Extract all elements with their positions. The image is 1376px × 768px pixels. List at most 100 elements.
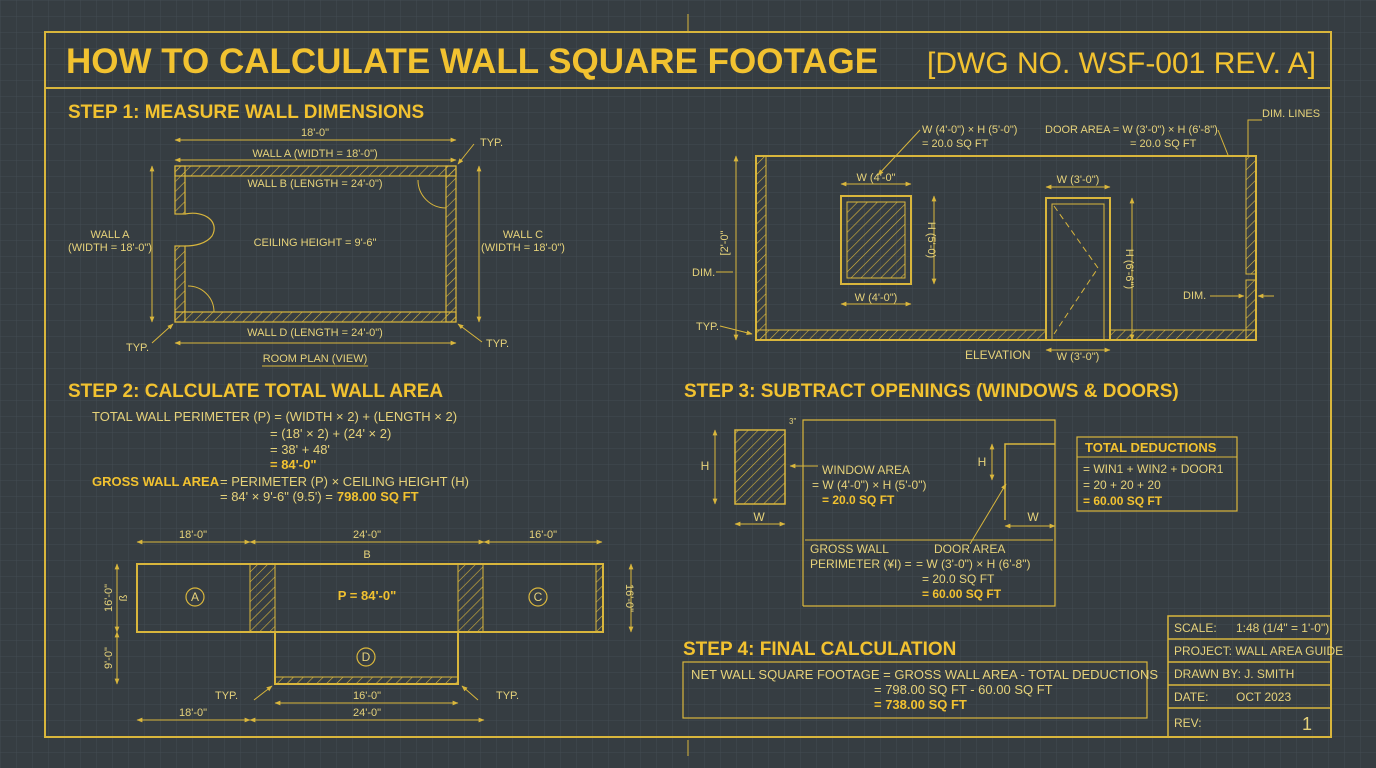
circle-c-marker (528, 587, 548, 607)
dim-16-top: 16'-0" (529, 529, 557, 541)
circle-c-label: C (534, 590, 543, 604)
door-note-leader (1217, 129, 1229, 156)
label-b: B (363, 549, 370, 561)
dim-lines-label: DIM. LINES (1262, 108, 1320, 120)
window-width-top: W (4'-0" (856, 172, 895, 184)
drawn-by-label: DRAWN BY: J. SMITH (1174, 667, 1294, 681)
scale-value: 1:48 (1/4" = 1'-0") (1236, 621, 1329, 635)
step1-section: STEP 1: MEASURE WALL DIMENSIONS 18'-0" W… (68, 102, 565, 367)
elevation-section: W (4'-0") × H (5'-0") = 20.0 SQ FT DOOR … (692, 108, 1320, 363)
right-16: 16'-0" (623, 584, 635, 612)
step3-window-shape (734, 429, 786, 505)
elevation-height: [2'-0" (719, 230, 731, 255)
dim-left: DIM. (692, 267, 715, 279)
typ-bottom-left: TYP. (126, 342, 149, 354)
perimeter-step-2: = (18' × 2) + (24' × 2) (270, 426, 391, 441)
typ-top-right: TYP. (480, 137, 503, 149)
date-label: DATE: (1174, 690, 1208, 704)
gross-area-formula: = PERIMETER (P) × CEILING HEIGHT (H) (220, 474, 469, 489)
window-note-2: = 20.0 SQ FT (922, 138, 989, 150)
gross-area-calc: = 84' × 9'-6" (9.5') = 798.00 SQ FT (220, 489, 419, 504)
deductions-title: TOTAL DEDUCTIONS (1085, 440, 1217, 455)
typ-right-leader (461, 685, 479, 701)
left-16: 16'-0" (103, 584, 115, 612)
overall-dim-label: 18'-0" (301, 127, 329, 139)
perimeter-step-3: = 38' + 48' (270, 442, 330, 457)
step3-heading: STEP 3: SUBTRACT OPENINGS (WINDOWS & DOO… (684, 381, 1179, 402)
final-line-2: = 798.00 SQ FT - 60.00 SQ FT (874, 682, 1053, 697)
typ-leader-top-right (457, 143, 475, 165)
door-area-3: = 20.0 SQ FT (922, 572, 995, 586)
dim-24-bottom: 24'-0" (353, 707, 381, 719)
project-label: PROJECT: WALL AREA GUIDE (1174, 644, 1343, 658)
typ-left-elev-leader (719, 325, 753, 336)
date-value: OCT 2023 (1236, 690, 1291, 704)
step3-h1: H (701, 459, 710, 473)
elevation-caption: ELEVATION (965, 348, 1031, 362)
window-height: H (5'-0) (925, 222, 937, 258)
window-width-bottom: W (4'-0") (855, 292, 898, 304)
step4-section: STEP 4: FINAL CALCULATION NET WALL SQUAR… (682, 639, 1158, 719)
door-note-2: = 20.0 SQ FT (1130, 138, 1197, 150)
hatch-corner-2 (457, 563, 484, 633)
typ-left-elev: TYP. (696, 321, 719, 333)
door-width-top: W (3'-0") (1057, 174, 1100, 186)
dim-16-bottom: 16'-0" (353, 690, 381, 702)
title-block-frame (1167, 615, 1332, 738)
title-block: SCALE: 1:48 (1/4" = 1'-0") PROJECT: WALL… (1167, 615, 1343, 738)
gross-area-label: GROSS WALL AREA (92, 474, 220, 489)
perimeter-result: = 84'-0" (270, 457, 316, 472)
scale-label: SCALE: (1174, 621, 1217, 635)
unfolded-walls-diagram: 18'-0" 24'-0" 16'-0" B 16'-0" ß 16'-0" 9… (103, 529, 635, 723)
gross-area-result: 798.00 SQ FT (337, 489, 419, 504)
dim-18-top: 18'-0" (179, 529, 207, 541)
circle-a-marker (185, 587, 205, 607)
window-area-2: = W (4'-0") × H (5'-0") (812, 478, 926, 492)
ceiling-height-label: CEILING HEIGHT = 9'-6" (254, 237, 377, 249)
step3-w2: W (1027, 510, 1039, 524)
elevation-wall (755, 155, 1257, 341)
perimeter-label: P = 84'-0" (338, 588, 397, 603)
left-small-mark: ß (118, 594, 130, 601)
step2-section: STEP 2: CALCULATE TOTAL WALL AREA TOTAL … (68, 381, 469, 504)
door-area-2: = W (3'-0") × H (6'-8") (916, 557, 1030, 571)
drawing-number: [DWG NO. WSF-001 REV. A] (927, 47, 1316, 80)
window-opening (840, 195, 912, 285)
step2-heading: STEP 2: CALCULATE TOTAL WALL AREA (68, 381, 443, 402)
rev-value: 1 (1302, 714, 1312, 734)
wall-a-left-width: (WIDTH = 18'-0") (68, 242, 152, 254)
gross-area-calc-text: = 84' × 9'-6" (9.5') = (220, 489, 333, 504)
circle-a-label: A (191, 590, 199, 604)
wall-a-top-label: WALL A (WIDTH = 18'-0") (252, 148, 377, 160)
final-line-1: NET WALL SQUARE FOOTAGE = GROSS WALL ARE… (691, 667, 1158, 682)
door-area-1: DOOR AREA (934, 542, 1005, 556)
circle-d-label: D (362, 650, 371, 664)
typ-left: TYP. (215, 690, 238, 702)
door-height: H (6'-6") (1123, 249, 1135, 289)
door-area-4: = 60.00 SQ FT (922, 587, 1002, 601)
hatch-corner-3 (595, 563, 604, 633)
window-note-1: W (4'-0") × H (5'-0") (922, 124, 1017, 136)
step3-gross-box (802, 419, 1056, 607)
deductions-box (1076, 436, 1238, 512)
wall-c-width: (WIDTH = 18'-0") (481, 242, 565, 254)
perimeter-formula: TOTAL WALL PERIMETER (P) = (WIDTH × 2) +… (92, 409, 457, 424)
window-note-leader (877, 129, 921, 176)
rev-label: REV: (1174, 716, 1202, 730)
step3-h2: H (978, 455, 987, 469)
left-9: 9'-0" (103, 647, 115, 669)
deductions-2: = 20 + 20 + 20 (1083, 478, 1161, 492)
step3-section: STEP 3: SUBTRACT OPENINGS (WINDOWS & DOO… (684, 381, 1238, 607)
door-opening (1045, 197, 1111, 341)
door-area-leader (969, 483, 1007, 545)
drawing-border (44, 14, 1332, 756)
room-plan-caption: ROOM PLAN (VIEW) (263, 353, 368, 365)
typ-bottom-right: TYP. (486, 338, 509, 350)
step3-w1: W (753, 510, 765, 524)
window-area-3: = 20.0 SQ FT (822, 493, 895, 507)
hatch-corner-1 (249, 563, 276, 633)
window-area-1: WINDOW AREA (822, 463, 910, 477)
door-width-bottom: W (3'-0") (1057, 351, 1100, 363)
